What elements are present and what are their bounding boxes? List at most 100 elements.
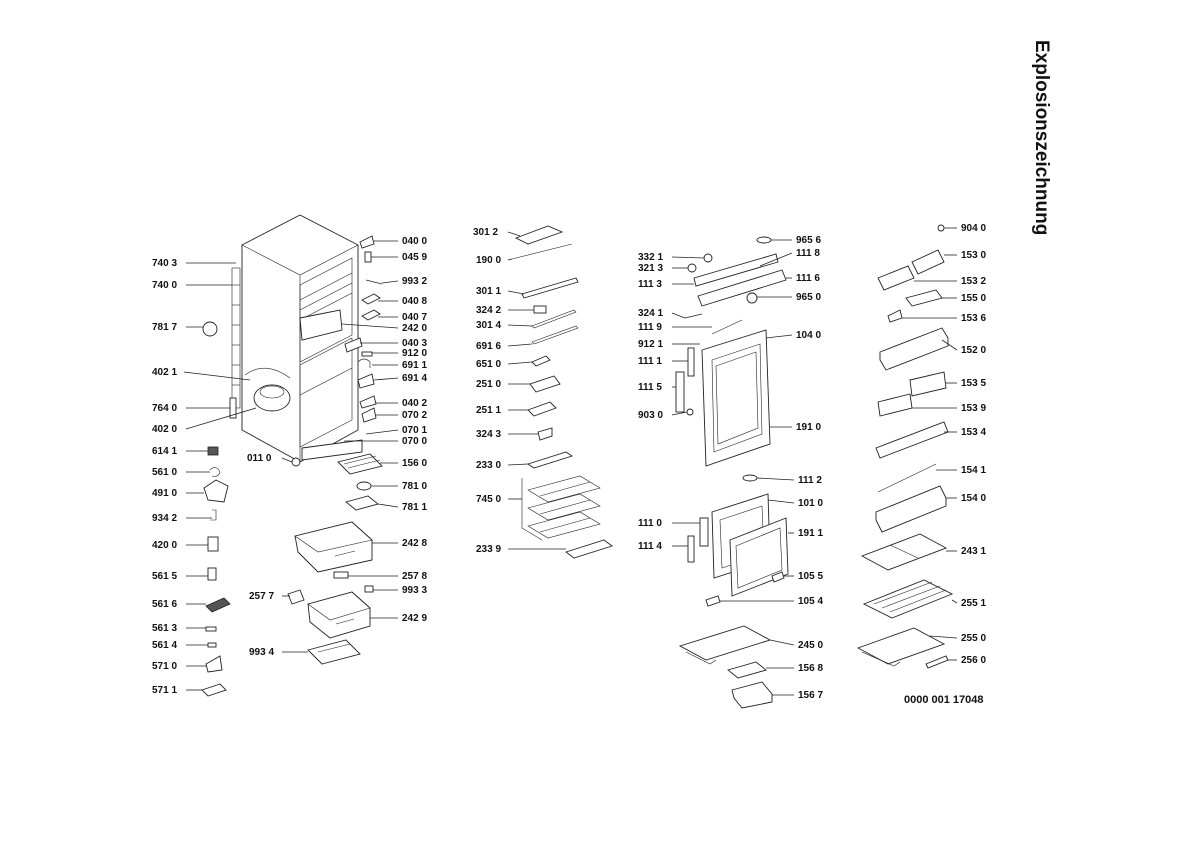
leader-line xyxy=(507,231,521,237)
part-label: 491 0 xyxy=(152,488,177,499)
part-label: 614 1 xyxy=(152,446,177,457)
part-label: 104 0 xyxy=(796,330,821,341)
part-label: 904 0 xyxy=(961,223,986,234)
part-label: 561 6 xyxy=(152,599,177,610)
part-label: 561 3 xyxy=(152,623,177,634)
leader-line xyxy=(183,371,251,381)
part-label: 070 2 xyxy=(402,410,427,421)
part-label: 040 7 xyxy=(402,312,427,323)
leader-line xyxy=(185,407,257,430)
part-label: 781 1 xyxy=(402,502,427,513)
leader-line xyxy=(759,252,793,267)
leader-line xyxy=(373,377,399,381)
part-label: 257 8 xyxy=(402,571,427,582)
shelves-drawing xyxy=(856,224,954,669)
part-label: 156 0 xyxy=(402,458,427,469)
part-label: 321 3 xyxy=(638,263,663,274)
part-label: 740 3 xyxy=(152,258,177,269)
part-label: 040 8 xyxy=(402,296,427,307)
part-label: 903 0 xyxy=(638,410,663,421)
part-label: 301 4 xyxy=(476,320,501,331)
leader-line xyxy=(341,323,399,329)
part-label: 040 3 xyxy=(402,338,427,349)
part-label: 111 8 xyxy=(796,248,820,259)
part-label: 243 1 xyxy=(961,546,986,557)
part-label: 251 1 xyxy=(476,405,501,416)
part-label: 153 2 xyxy=(961,276,986,287)
part-label: 040 0 xyxy=(402,236,427,247)
part-label: 571 1 xyxy=(152,685,177,696)
leader-line xyxy=(507,290,525,295)
part-label: 153 6 xyxy=(961,313,986,324)
part-label: 781 7 xyxy=(152,322,177,333)
part-label: 764 0 xyxy=(152,403,177,414)
part-label: 255 0 xyxy=(961,633,986,644)
part-label: 154 0 xyxy=(961,493,986,504)
part-label: 965 6 xyxy=(796,235,821,246)
part-label: 324 2 xyxy=(476,305,501,316)
leader-line xyxy=(507,258,513,261)
part-label: 245 0 xyxy=(798,640,823,651)
part-label: 402 1 xyxy=(152,367,177,378)
part-label: 111 9 xyxy=(638,322,662,333)
part-label: 332 1 xyxy=(638,252,663,263)
part-label: 301 2 xyxy=(473,227,498,238)
part-label: 156 7 xyxy=(798,690,823,701)
door-drawing xyxy=(675,236,789,709)
leader-line xyxy=(767,499,795,504)
leader-line xyxy=(281,457,293,463)
part-label: 242 8 xyxy=(402,538,427,549)
leader-line xyxy=(929,635,958,639)
part-label: 691 4 xyxy=(402,373,427,384)
leader-line xyxy=(671,312,686,319)
part-label: 233 0 xyxy=(476,460,501,471)
leader-line xyxy=(756,477,795,481)
part-label: 993 2 xyxy=(402,276,427,287)
leader-line xyxy=(507,361,533,365)
leader-line xyxy=(951,599,958,604)
leader-line xyxy=(381,280,399,284)
part-label: 242 9 xyxy=(402,613,427,624)
part-label: 111 5 xyxy=(638,382,662,393)
part-label: 045 9 xyxy=(402,252,427,263)
part-label: 561 5 xyxy=(152,571,177,582)
part-label: 070 0 xyxy=(402,436,427,447)
part-label: 912 0 xyxy=(402,348,427,359)
leader-line xyxy=(671,411,688,416)
part-label: 154 1 xyxy=(961,465,986,476)
leader-lines xyxy=(183,227,958,696)
part-label: 153 4 xyxy=(961,427,986,438)
evaporator-drawing xyxy=(507,225,613,559)
part-label: 561 4 xyxy=(152,640,177,651)
part-label: 324 1 xyxy=(638,308,663,319)
part-label: 651 0 xyxy=(476,359,501,370)
part-label: 691 6 xyxy=(476,341,501,352)
part-label: 242 0 xyxy=(402,323,427,334)
part-label: 153 0 xyxy=(961,250,986,261)
part-label: 111 6 xyxy=(796,273,820,284)
part-label: 233 9 xyxy=(476,544,501,555)
part-label: 111 3 xyxy=(638,279,662,290)
part-label: 070 1 xyxy=(402,425,427,436)
leader-line xyxy=(365,429,399,435)
leader-line xyxy=(377,503,399,508)
part-label: 191 1 xyxy=(798,528,823,539)
part-label: 965 0 xyxy=(796,292,821,303)
leader-line xyxy=(507,463,529,466)
part-label: 153 9 xyxy=(961,403,986,414)
part-label: 691 1 xyxy=(402,360,427,371)
part-label: 255 1 xyxy=(961,598,986,609)
part-label: 912 1 xyxy=(638,339,663,350)
part-label: 561 0 xyxy=(152,467,177,478)
leader-line xyxy=(769,639,795,646)
leader-line xyxy=(507,324,533,327)
leader-line xyxy=(507,343,533,347)
part-label: 105 4 xyxy=(798,596,823,607)
part-label: 571 0 xyxy=(152,661,177,672)
part-label: 420 0 xyxy=(152,540,177,551)
part-label: 153 5 xyxy=(961,378,986,389)
drawing-number: 0000 001 17048 xyxy=(904,694,984,706)
part-label: 040 2 xyxy=(402,398,427,409)
part-label: 156 8 xyxy=(798,663,823,674)
cabinet-drawing xyxy=(201,214,383,697)
